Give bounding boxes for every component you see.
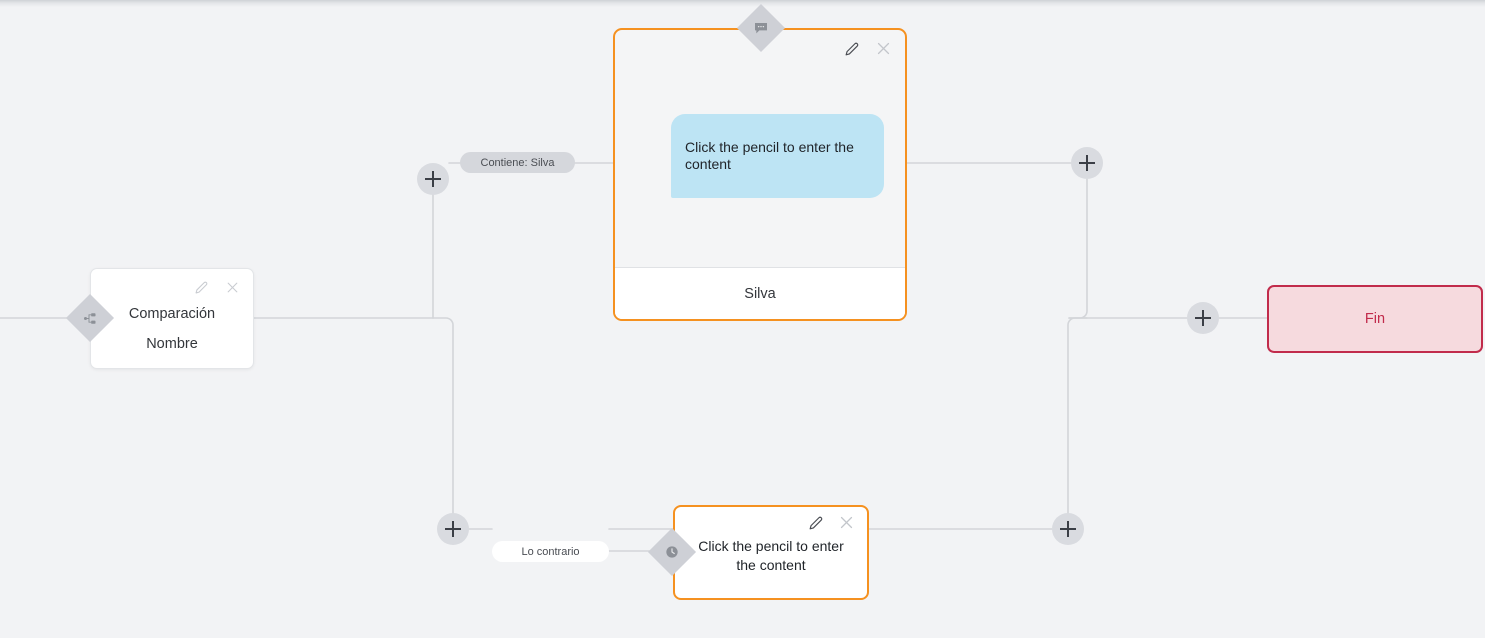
close-icon[interactable] <box>839 515 854 530</box>
node-comparison-title: Comparación <box>128 306 216 322</box>
close-icon[interactable] <box>876 41 891 56</box>
add-step-after-message[interactable] <box>1071 147 1103 179</box>
node-message-footer: Silva <box>615 267 905 319</box>
message-bubble-text: Click the pencil to enter the content <box>685 139 854 172</box>
clock-icon <box>666 546 678 558</box>
edge-top-right-down <box>1068 178 1088 319</box>
edge-label-branch-true[interactable]: Contiene: Silva <box>460 152 575 173</box>
node-message[interactable]: Click the pencil to enter the content Si… <box>613 28 907 321</box>
pencil-icon[interactable] <box>195 281 208 294</box>
node-comparison-subtitle: Nombre <box>146 336 198 352</box>
add-step-after-wait[interactable] <box>1052 513 1084 545</box>
node-wait[interactable]: Click the pencil to enter the content <box>673 505 869 600</box>
top-edge-shadow <box>0 0 1485 7</box>
branch-split-badge <box>65 293 115 343</box>
node-end[interactable]: Fin <box>1267 285 1483 353</box>
pencil-icon[interactable] <box>809 516 823 530</box>
node-comparison-actions <box>195 281 239 294</box>
add-step-top-branch[interactable] <box>417 163 449 195</box>
node-comparison[interactable]: Comparación Nombre <box>90 268 254 369</box>
pencil-icon[interactable] <box>845 42 859 56</box>
speech-bubble-icon <box>755 23 767 34</box>
edge-lower-branch-riser <box>432 317 454 530</box>
add-step-before-end[interactable] <box>1187 302 1219 334</box>
edge-bottom-right-up <box>1067 317 1088 514</box>
branch-split-icon <box>83 312 95 324</box>
add-step-bottom-branch[interactable] <box>437 513 469 545</box>
node-comparison-body: Comparación Nombre <box>91 299 253 359</box>
edge-label-branch-false[interactable]: Lo contrario <box>492 541 609 562</box>
message-bubble: Click the pencil to enter the content <box>671 114 884 198</box>
node-wait-actions <box>809 515 854 530</box>
node-message-actions <box>845 41 891 56</box>
clock-badge <box>647 527 697 577</box>
node-wait-text: Click the pencil to enter the content <box>698 538 844 573</box>
close-icon[interactable] <box>226 281 239 294</box>
speech-bubble-badge <box>736 3 786 53</box>
